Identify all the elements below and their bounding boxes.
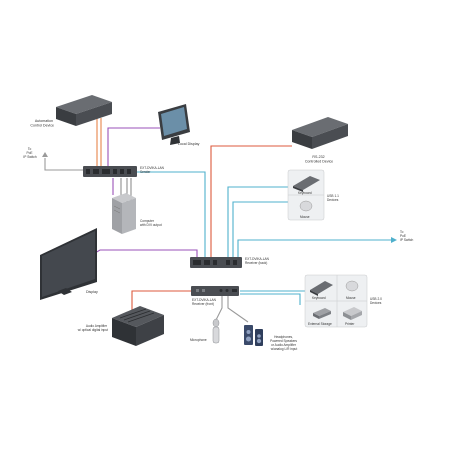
receiver-back-unit (190, 257, 242, 268)
usb20-mouse-label: Mouse (346, 296, 356, 300)
local-display-label: Local Display (178, 142, 200, 146)
cable-rs232-red (210, 145, 292, 258)
cable-headphones-gray (227, 296, 249, 323)
usb20-keyboard-label: Keyboard (312, 296, 326, 300)
microphone-label: Microphone (190, 338, 207, 342)
usb11-mouse-label: Mouse (300, 215, 310, 219)
usb20-keyboard-icon (310, 281, 333, 296)
poe-switch-left-label: To PoE IP Switch (23, 147, 36, 159)
speakers-icon (244, 325, 263, 346)
headphones-label: Headphones, Powered Speakers or Audio Am… (270, 335, 298, 351)
automation-control-device (56, 95, 112, 126)
usb11-label: USB 1.1 Devices (327, 194, 340, 202)
cable-usb11-teal-2 (232, 201, 290, 258)
automation-label: Automation Control Device (30, 119, 54, 128)
receiver-front-unit (191, 286, 239, 296)
cable-microphone-gray (215, 296, 223, 321)
audio-amp-label: Audio Amplifier w/ optical digital input (78, 324, 108, 332)
audio-amplifier (112, 306, 164, 346)
microphone-icon (212, 318, 220, 344)
computer-tower (112, 193, 136, 234)
usb11-keyboard-icon (293, 176, 320, 192)
display-tv (40, 228, 97, 300)
cable-audio-red (131, 290, 191, 310)
receiver-back-label: EXT-DVIKA-LAN Receiver (back) (245, 257, 270, 265)
computer-label: Computer with DVI output (140, 219, 162, 227)
poe-switch-right-label: To PoE IP Switch (400, 230, 413, 242)
cable-usb20-teal-2 (240, 293, 301, 305)
usb20-panel (304, 274, 368, 328)
usb11-keyboard-label: Keyboard (298, 191, 312, 195)
receiver-front-label: EXT-DVIKA-LAN Receiver (front) (192, 298, 217, 306)
cables (44, 118, 392, 323)
usb20-label: USB 2.0 Devices (370, 297, 383, 305)
poe-switch-left-arrow (42, 152, 48, 157)
sender-unit (83, 166, 137, 177)
rs232-controlled-device (292, 117, 348, 149)
cable-sender-poe-gray (44, 158, 83, 171)
usb20-ext-storage-label: External Storage (308, 322, 332, 326)
cable-sender-receiver-teal (120, 171, 206, 258)
poe-switch-right-arrow (391, 237, 397, 243)
display-label: Display (86, 290, 98, 294)
usb20-mouse-icon (345, 280, 359, 292)
cable-poe-right-teal (237, 239, 392, 258)
usb11-panel (287, 169, 325, 221)
usb20-printer-icon (343, 307, 362, 320)
usb20-printer-label: Printer (345, 322, 355, 326)
usb20-storage-icon (313, 308, 331, 319)
cable-usb11-teal-1 (227, 186, 290, 258)
cable-local-display-purple (107, 127, 160, 168)
local-display-monitor (158, 104, 190, 145)
usb11-mouse-icon (299, 200, 313, 212)
rs232-label: RS-232 Controlled Device (305, 155, 333, 164)
sender-label: EXT-DVIKA-LAN Sender (140, 166, 165, 174)
